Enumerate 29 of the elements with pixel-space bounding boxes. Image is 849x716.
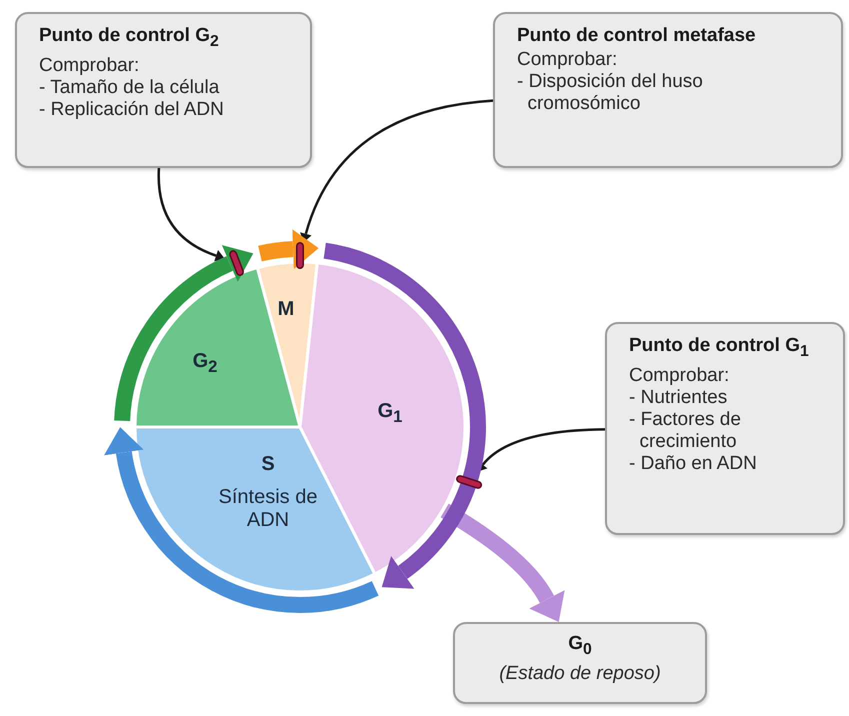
checkpoint-marker — [455, 474, 484, 490]
phase-label: Síntesis de ADN — [218, 486, 318, 532]
checkpoint-box — [605, 322, 845, 535]
checkpoint-box — [493, 12, 843, 168]
cycle-arrow — [440, 504, 564, 622]
box-text: Comprobar: — [517, 49, 618, 71]
box-heading: Punto de control metafase — [517, 24, 757, 47]
box-text: - Factores de crecimiento — [629, 408, 742, 453]
checkpoint-box — [453, 622, 707, 704]
box-heading: Punto de control G$_{2}$ — [39, 24, 220, 52]
checkpoint-marker — [228, 248, 246, 277]
phase-label: G$_{2}$ — [192, 350, 218, 378]
phase-label: M — [278, 298, 294, 321]
arrow — [300, 99, 494, 242]
checkpoint-box — [15, 12, 312, 168]
box-heading: G$_{0}$ — [567, 632, 593, 660]
phase-label: G$_{1}$ — [378, 400, 402, 428]
arrow — [157, 168, 224, 262]
box-text: - Tamaño de la célula — [39, 76, 220, 99]
box-heading: Punto de control G$_{1}$ — [629, 334, 810, 362]
box-text: (Estado de reposo) — [498, 662, 662, 685]
box-text: - Replicación del ADN — [39, 98, 225, 121]
box-text: Comprobar: — [629, 364, 730, 387]
box-text: - Daño en ADN — [629, 452, 758, 475]
box-text: - Nutrientes — [629, 386, 728, 409]
checkpoint-marker — [296, 242, 304, 268]
box-text: Comprobar: — [39, 54, 140, 77]
box-text: - Disposición del huso cromosómico — [517, 71, 704, 115]
phase-label: S — [261, 453, 275, 476]
